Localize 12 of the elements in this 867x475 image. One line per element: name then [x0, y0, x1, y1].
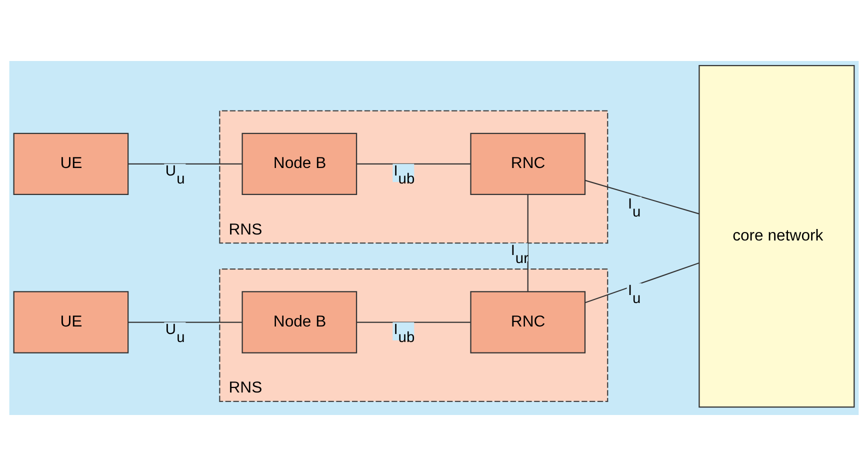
node-box: UE — [12, 132, 128, 195]
node-box: Node B — [241, 132, 357, 195]
node-box: core network — [698, 64, 854, 408]
node-box: RNC — [470, 132, 586, 195]
connector — [128, 321, 242, 322]
connector — [128, 162, 242, 164]
node-box: RNC — [470, 290, 586, 353]
connector — [356, 321, 470, 322]
node-box: UE — [12, 290, 128, 353]
connector — [526, 194, 528, 292]
node-box: Node B — [241, 290, 357, 353]
connector — [356, 162, 470, 164]
